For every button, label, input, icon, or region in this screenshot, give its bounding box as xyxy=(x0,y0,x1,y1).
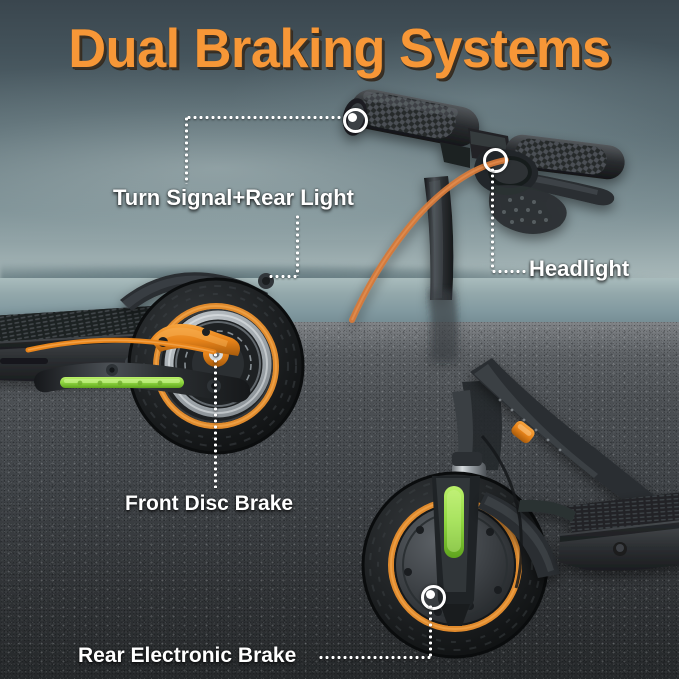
marker-dot xyxy=(348,113,357,122)
leader-line-headlight-vertical xyxy=(491,167,494,271)
callout-label-turn-signal: Turn Signal+Rear Light xyxy=(113,185,355,210)
scooter-deck-right xyxy=(518,492,679,571)
leader-line-turn-signal-lower xyxy=(296,214,299,276)
callout-marker-turn-signal[interactable] xyxy=(343,108,368,133)
callout-label-front-disc-brake: Front Disc Brake xyxy=(125,492,294,515)
callout-marker-headlight[interactable] xyxy=(483,148,508,173)
marker-dot xyxy=(426,590,435,599)
leader-line-headlight-horizontal xyxy=(491,270,527,273)
leader-line-front-disc-brake xyxy=(214,352,217,488)
page-title: Dual Braking Systems xyxy=(68,17,611,79)
leader-line-rear-brake-horizontal xyxy=(318,656,431,659)
rear-wheel-assembly xyxy=(361,358,660,659)
leader-line-rear-brake-vertical xyxy=(429,604,432,658)
callout-label-rear-electronic-brake: Rear Electronic Brake xyxy=(78,644,297,667)
handlebar-assembly xyxy=(342,89,625,360)
callout-marker-rear-electronic-brake[interactable] xyxy=(421,585,446,610)
callout-label-headlight: Headlight xyxy=(529,256,630,281)
leader-line-turn-signal-horizontal xyxy=(186,116,344,119)
leader-line-turn-signal-vertical xyxy=(185,116,188,184)
leader-line-turn-signal-to-wheel xyxy=(268,275,298,278)
